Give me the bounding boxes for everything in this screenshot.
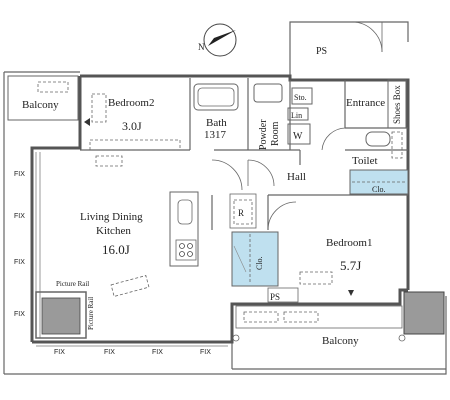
bath-size: 1317 <box>204 129 227 141</box>
hall-label: Hall <box>287 171 306 183</box>
fix-bottom-4: FIX <box>200 349 211 356</box>
compass-label: N <box>198 42 205 52</box>
closet-right: Clo. <box>349 169 409 195</box>
shoes-box-label: Shoes Box <box>392 85 402 124</box>
picture-rail-v: Picture Rail <box>87 297 95 330</box>
picture-rail-h: Picture Rail <box>56 280 89 288</box>
balcony-bottom: Balcony <box>232 291 445 347</box>
storage-label: Sto. <box>294 93 307 102</box>
fix-bottom-1: FIX <box>54 349 65 356</box>
picture-rail: Picture Rail Picture Rail <box>35 280 95 339</box>
fix-left-2: FIX <box>14 213 25 220</box>
entrance-label: Entrance <box>346 97 385 109</box>
outer-ledge <box>3 71 447 375</box>
bath: Bath 1317 <box>193 83 239 141</box>
ps-top-area <box>289 21 409 80</box>
utility: Sto. Lin W <box>287 87 313 145</box>
powder-label-2: Room <box>270 121 281 146</box>
balcony-left-label: Balcony <box>22 99 59 111</box>
bath-label: Bath <box>206 117 227 129</box>
closet-right-label: Clo. <box>372 185 386 194</box>
bedroom2: Bedroom2 3.0J <box>84 93 181 151</box>
ldk: Living Dining Kitchen 16.0J R <box>35 152 257 338</box>
linen-label: Lin <box>291 111 302 120</box>
ps-top-label: PS <box>316 46 327 57</box>
ldk-size: 16.0J <box>102 242 130 257</box>
fix-left-4: FIX <box>14 311 25 318</box>
ps-bottom-label: PS <box>270 292 280 302</box>
washer-label: W <box>293 131 303 142</box>
fix-bottom-2: FIX <box>104 349 115 356</box>
bedroom2-label: Bedroom2 <box>108 97 154 109</box>
ldk-label-2: Kitchen <box>96 225 131 237</box>
powder-label-1: Powder <box>258 119 269 150</box>
bedroom1: Bedroom1 5.7J PS <box>267 237 372 303</box>
fridge-label: R <box>238 208 244 218</box>
toilet: Toilet <box>321 127 403 167</box>
closet-bed1-label: Clo. <box>255 256 264 270</box>
fix-left-1: FIX <box>14 171 25 178</box>
fix-left-3: FIX <box>14 259 25 266</box>
bedroom1-size: 5.7J <box>340 258 361 273</box>
ldk-label-1: Living Dining <box>80 211 143 223</box>
balcony-bottom-label: Balcony <box>322 335 359 347</box>
closet-bed1: Clo. <box>231 231 279 287</box>
compass-icon: N <box>198 23 237 57</box>
hall: Hall <box>247 159 306 231</box>
fix-bottom-3: FIX <box>152 349 163 356</box>
powder-room: Powder Room <box>253 83 283 150</box>
fix-labels: FIX FIX FIX FIX FIX FIX FIX FIX <box>14 171 228 356</box>
entrance: Entrance Shoes Box <box>346 79 407 129</box>
bedroom1-label: Bedroom1 <box>326 237 372 249</box>
bedroom2-size: 3.0J <box>122 119 142 133</box>
toilet-label: Toilet <box>352 155 378 167</box>
balcony-left: Balcony <box>7 75 79 121</box>
